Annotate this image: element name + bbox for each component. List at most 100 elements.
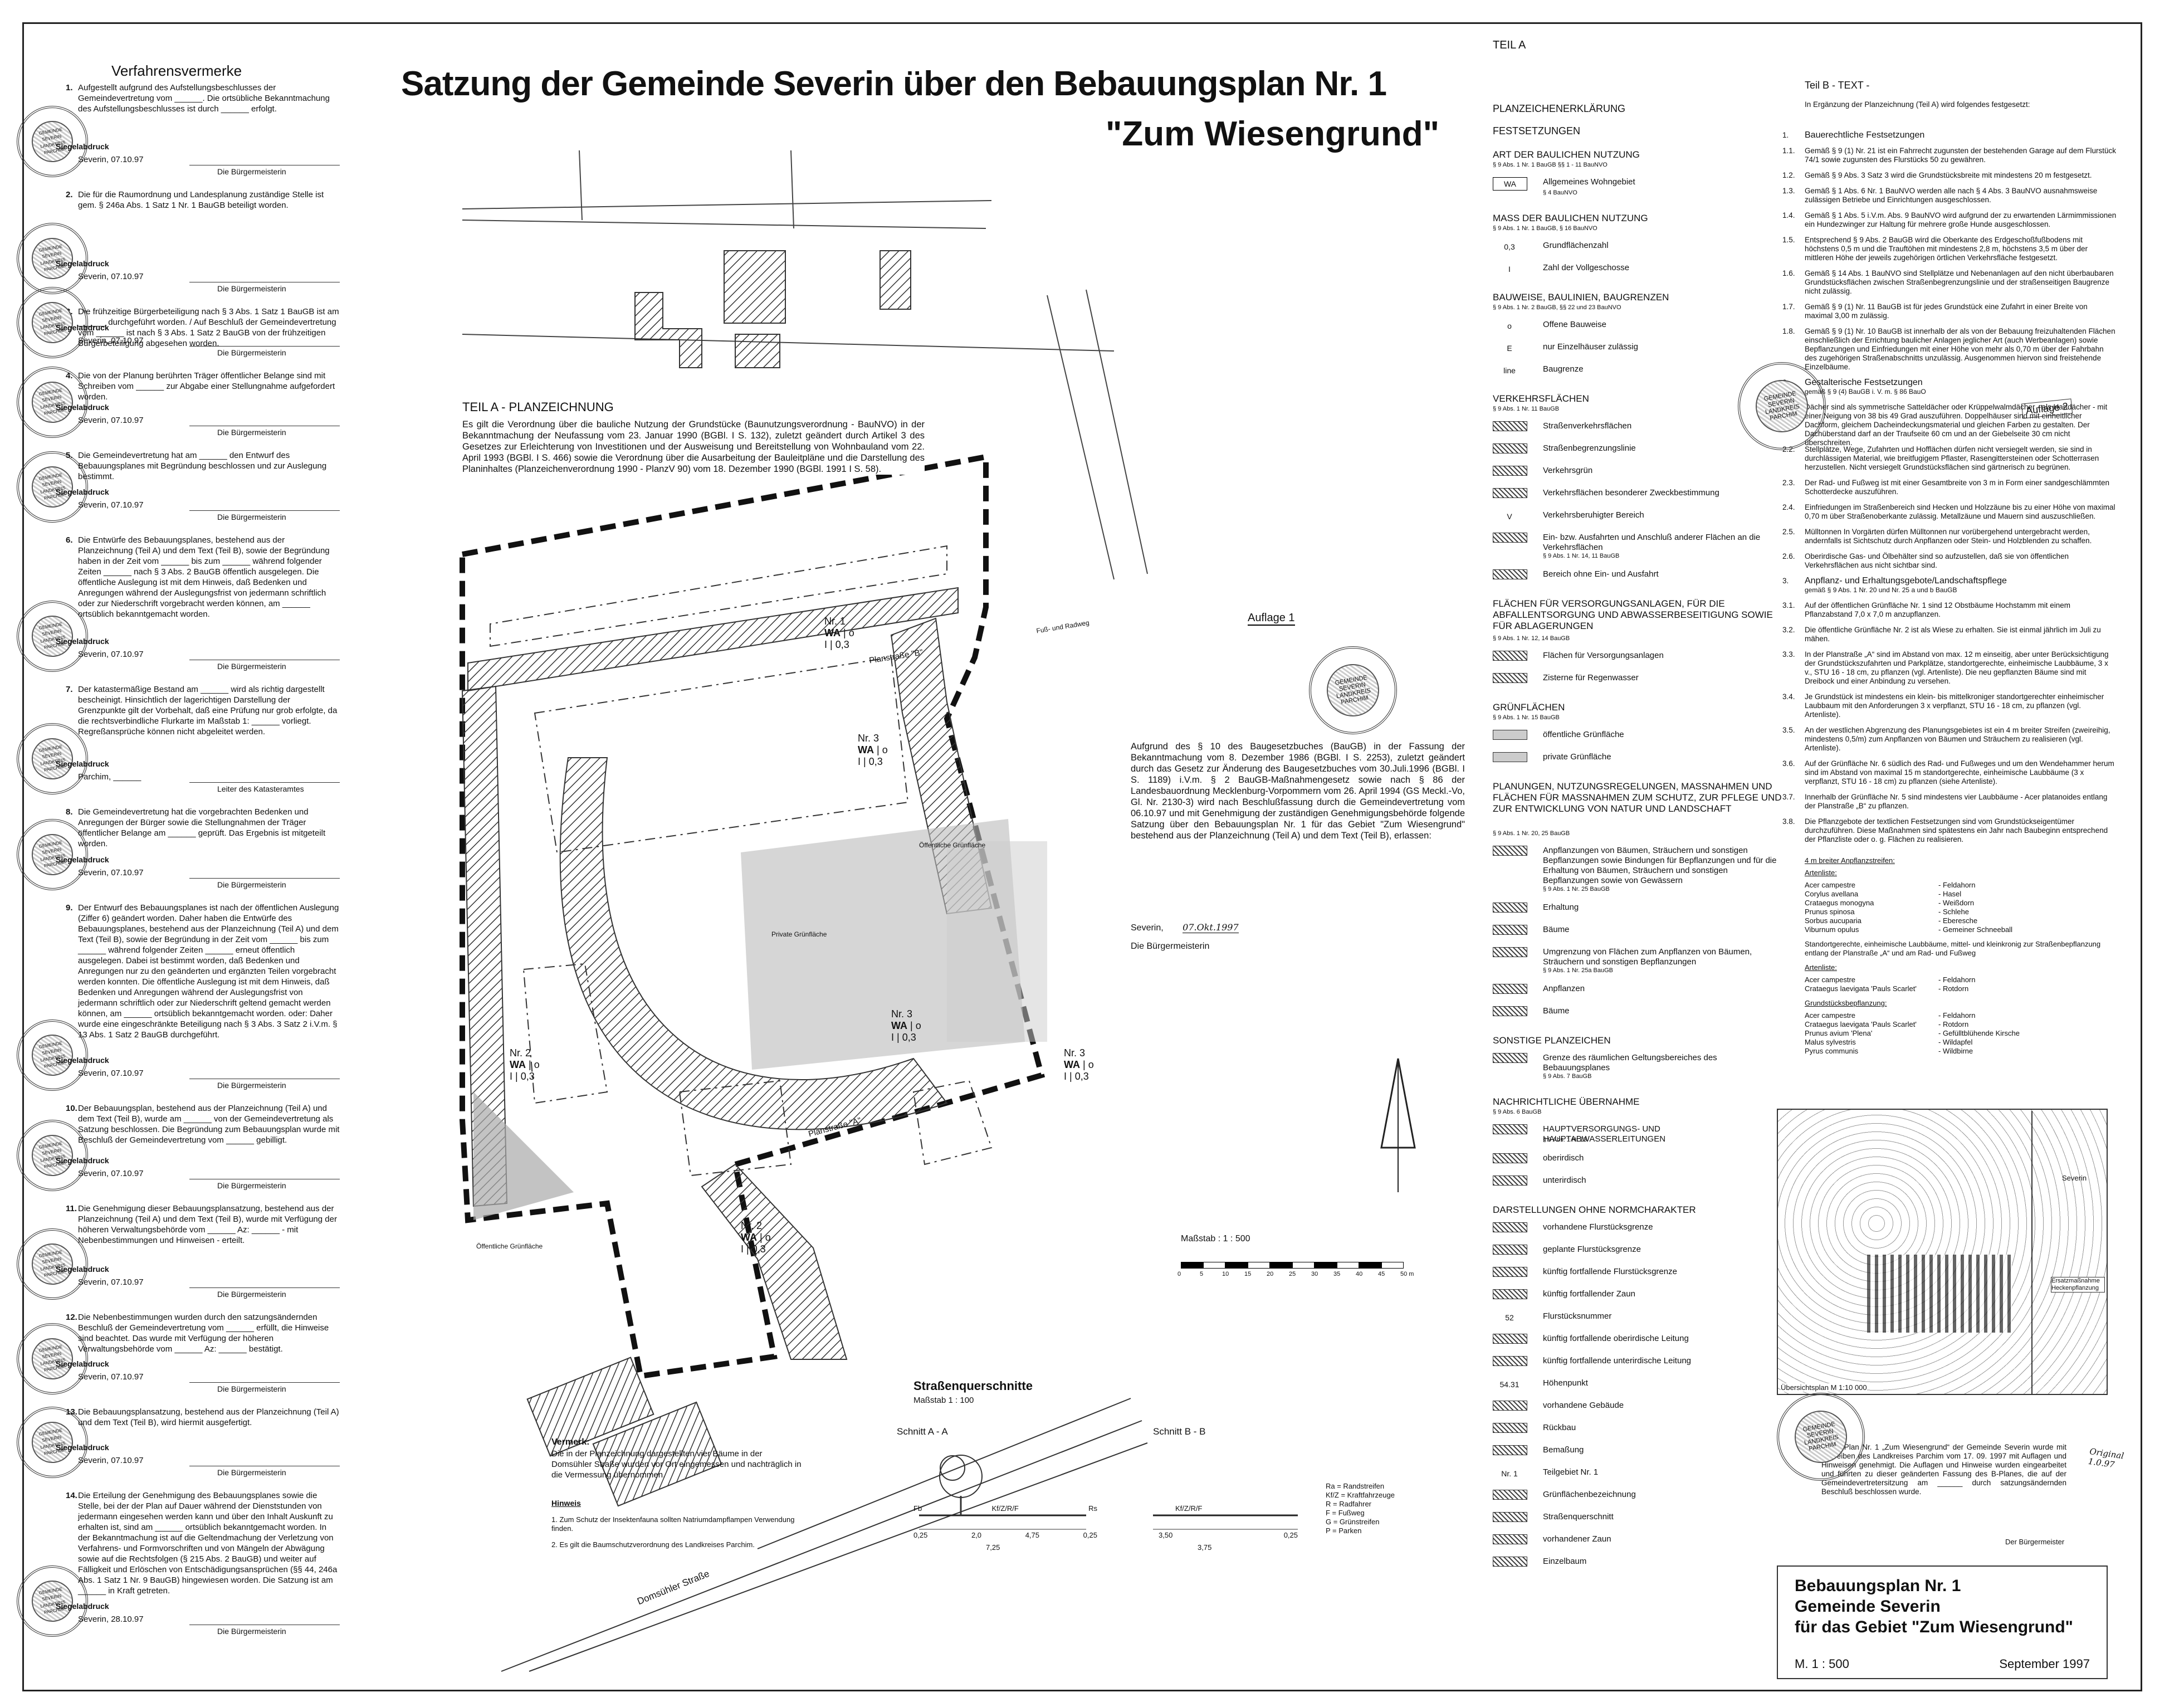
oeffentliche-gruenflaeche-label: Öffentliche Grünfläche <box>476 1242 543 1250</box>
vv-num: 13. <box>66 1407 77 1417</box>
scale-bar-tick-label: 15 <box>1244 1271 1252 1277</box>
genehmigung-text: Der B-Plan Nr. 1 „Zum Wiesengrund“ der G… <box>1821 1443 2066 1496</box>
artenliste-heading: 4 m breiter Anpflanzstreifen: <box>1805 856 1895 865</box>
legend-section-ref: § 9 Abs. 6 BauGB <box>1493 1109 1542 1115</box>
legend-symbol <box>1493 1124 1527 1134</box>
teil-b-heading: Teil B - TEXT - <box>1805 80 1870 91</box>
area-label-nr1: Nr. 1 WA | o I | 0,3 <box>824 616 854 650</box>
vv-signer-role: Die Bürgermeisterin <box>217 1627 286 1636</box>
plant-common-name: - Rotdorn <box>1938 1020 1969 1028</box>
legend-symbol: line <box>1503 366 1516 375</box>
teil-b-item-num: 3.2. <box>1782 626 1795 634</box>
vv-sign-line <box>189 346 340 347</box>
legend-symbol: 0,3 <box>1504 242 1515 251</box>
seal-inner: GEMEINDE SEVERIN LANDKREIS PARCHIM <box>28 1031 76 1079</box>
vv-num: 6. <box>66 535 73 545</box>
vv-place-date: Severin, 07.10.97 <box>78 416 144 425</box>
legend-item-text: Ein- bzw. Ausfahrten und Anschluß andere… <box>1543 533 1761 552</box>
teil-b-item: 1.4.Gemäß § 1 Abs. 5 i.V.m. Abs. 9 BauNV… <box>1782 211 2117 229</box>
vv-num: 10. <box>66 1104 77 1113</box>
vv-text: Die Gemeindevertretung hat am ______ den… <box>78 451 327 481</box>
teil-b-item: 2.5.Mülltonnen In Vorgärten dürfen Müllt… <box>1782 528 2117 545</box>
seal-inner: GEMEINDE SEVERIN LANDKREIS PARCHIM <box>28 1335 76 1383</box>
uebersichtsplan-label: Übersichtsplan M 1:10 000 <box>1781 1383 1867 1392</box>
legend-symbol <box>1493 673 1527 683</box>
vv-text: Die Nebenbestimmungen wurden durch den s… <box>78 1313 329 1354</box>
vermerk-heading: Vermerk: <box>551 1437 590 1447</box>
teil-b-item: 2.1.Dächer sind als symmetrische Satteld… <box>1782 403 2117 447</box>
querschnitt-legend-item: Ra = Randstreifen <box>1326 1482 1385 1490</box>
legend-symbol <box>1493 984 1527 994</box>
legend-symbol <box>1493 1512 1527 1522</box>
vv-item-7: 7.Der katastermäßige Bestand am ______ w… <box>66 684 340 737</box>
teil-b-item: 3.2.Die öffentliche Grünfläche Nr. 2 ist… <box>1782 626 2117 643</box>
vv-text: Die frühzeitige Bürgerbeteiligung nach §… <box>78 307 339 348</box>
teil-b-item-text: Gemäß § 1 Abs. 6 Nr. 1 BauNVO werden all… <box>1805 187 2098 204</box>
legend-item-ref: § 9 Abs. 1 Nr 13 <box>1543 1137 1587 1143</box>
plants-note: Standortgerechte, einheimische Laubbäume… <box>1805 940 2101 957</box>
legend-symbol <box>1493 1006 1527 1016</box>
vv-item-2: 2.Die für die Raumordnung und Landesplan… <box>66 189 340 211</box>
teil-b-item-text: Innerhalb der Grünfläche Nr. 5 sind mind… <box>1805 793 2108 810</box>
legend-symbol <box>1493 1334 1527 1344</box>
seal-text: GEMEINDE SEVERIN LANDKREIS PARCHIM <box>38 1344 66 1373</box>
teil-b-item: 1.1.Gemäß § 9 (1) Nr. 21 ist ein Fahrrec… <box>1782 147 2117 164</box>
planstrasse-b <box>467 587 959 692</box>
vv-signer-role: Die Bürgermeisterin <box>217 880 286 889</box>
teil-b-item-text: Bauerechtliche Festsetzungen <box>1805 130 1925 140</box>
legend-symbol: I <box>1508 265 1511 274</box>
teil-b-item-text: Einfriedungen im Straßenbereich sind Hec… <box>1805 503 2115 520</box>
legend-symbol: WA <box>1493 177 1527 191</box>
legend-symbol <box>1493 533 1527 543</box>
teil-b-item-num: 1.2. <box>1782 171 1795 179</box>
teil-b-item-num: 1.3. <box>1782 187 1795 195</box>
querschnitt-drawing <box>919 1455 1298 1530</box>
legend-item-text: private Grünfläche <box>1543 752 1611 762</box>
tb-line1: Bebauungsplan Nr. 1 <box>1795 1577 1961 1595</box>
seal-inner: GEMEINDE SEVERIN LANDKREIS PARCHIM <box>28 235 76 282</box>
legend-item-text: vorhandene Gebäude <box>1543 1401 1624 1410</box>
tb-line3: für das Gebiet "Zum Wiesengrund" <box>1795 1618 2073 1636</box>
teil-b-item-ref: gemäß § 9 Abs. 1 Nr. 20 und Nr. 25 a und… <box>1805 586 1957 594</box>
legend-item-text: Verkehrsgrün <box>1543 466 1593 475</box>
oeffentliche-gruenflaeche-1 <box>947 841 1047 1042</box>
existing-building <box>880 250 911 310</box>
seal-inner: GEMEINDE SEVERIN LANDKREIS PARCHIM <box>28 1418 76 1466</box>
vv-signer-role: Die Bürgermeisterin <box>217 1181 286 1190</box>
teil-b-item-num: 2.5. <box>1782 528 1795 536</box>
scale-bar-segment <box>1359 1262 1381 1269</box>
planstrasse-a-curve <box>559 757 948 1130</box>
legend-item-text: Flächen für Versorgungsanlagen <box>1543 651 1664 660</box>
legend-symbol <box>1493 1222 1527 1232</box>
teil-b-item-num: 1.4. <box>1782 211 1795 220</box>
legend-item-text: oberirdisch <box>1543 1153 1584 1163</box>
legend-item-text: Teilgebiet Nr. 1 <box>1543 1467 1599 1477</box>
seal-inner: GEMEINDE SEVERIN LANDKREIS PARCHIM <box>28 299 76 347</box>
teil-b-item: 1.3. Gemäß § 1 Abs. 6 Nr. 1 BauNVO werden… <box>1782 187 2117 204</box>
planzeichnung-map <box>460 150 1416 1672</box>
teil-b-item-text: Gemäß § 9 Abs. 3 Satz 3 wird die Grundst… <box>1805 171 2092 179</box>
vv-item-14: 14.Die Erteilung der Genehmigung des Beb… <box>66 1490 340 1596</box>
plan-sheet-border <box>22 22 2142 1691</box>
siegelabdruck-label: Siegelabdruck <box>56 1359 109 1368</box>
vv-signer-role: Die Bürgermeisterin <box>217 662 286 671</box>
legend-symbol <box>1493 1176 1527 1186</box>
siegelabdruck-label: Siegelabdruck <box>56 142 109 151</box>
auflage-1-label: Auflage 1 <box>1248 612 1295 626</box>
teil-b-item-num: 1.5. <box>1782 236 1795 244</box>
teil-b-item-ref: gemäß § 9 (4) BauGB i. V. m. § 86 BauO <box>1805 388 1926 396</box>
north-arrow <box>1380 1058 1416 1192</box>
legend-section-ref: § 9 Abs. 1 Nr. 15 BauGB <box>1493 714 1560 721</box>
satzung-signature: Severin, 07.Okt.1997 <box>1131 922 1239 933</box>
teil-b-item-num: 1.7. <box>1782 303 1795 311</box>
legend-item-text: Grundflächenzahl <box>1543 241 1609 250</box>
oeffentliche-gruenflaeche-label-2: Öffentliche Grünfläche <box>919 841 986 849</box>
querschnitt-b-label: Kf/Z/R/F <box>1175 1504 1203 1513</box>
scale-bar-segment <box>1337 1262 1359 1269</box>
legend-section-ref: § 9 Abs. 1 Nr. 2 BauGB, §§ 22 und 23 Bau… <box>1493 304 1621 311</box>
hinweis-heading: Hinweis <box>551 1499 581 1508</box>
page-subtitle: "Zum Wiesengrund" <box>1106 115 1440 153</box>
querschnitt-b-total: 3,75 <box>1198 1543 1212 1552</box>
